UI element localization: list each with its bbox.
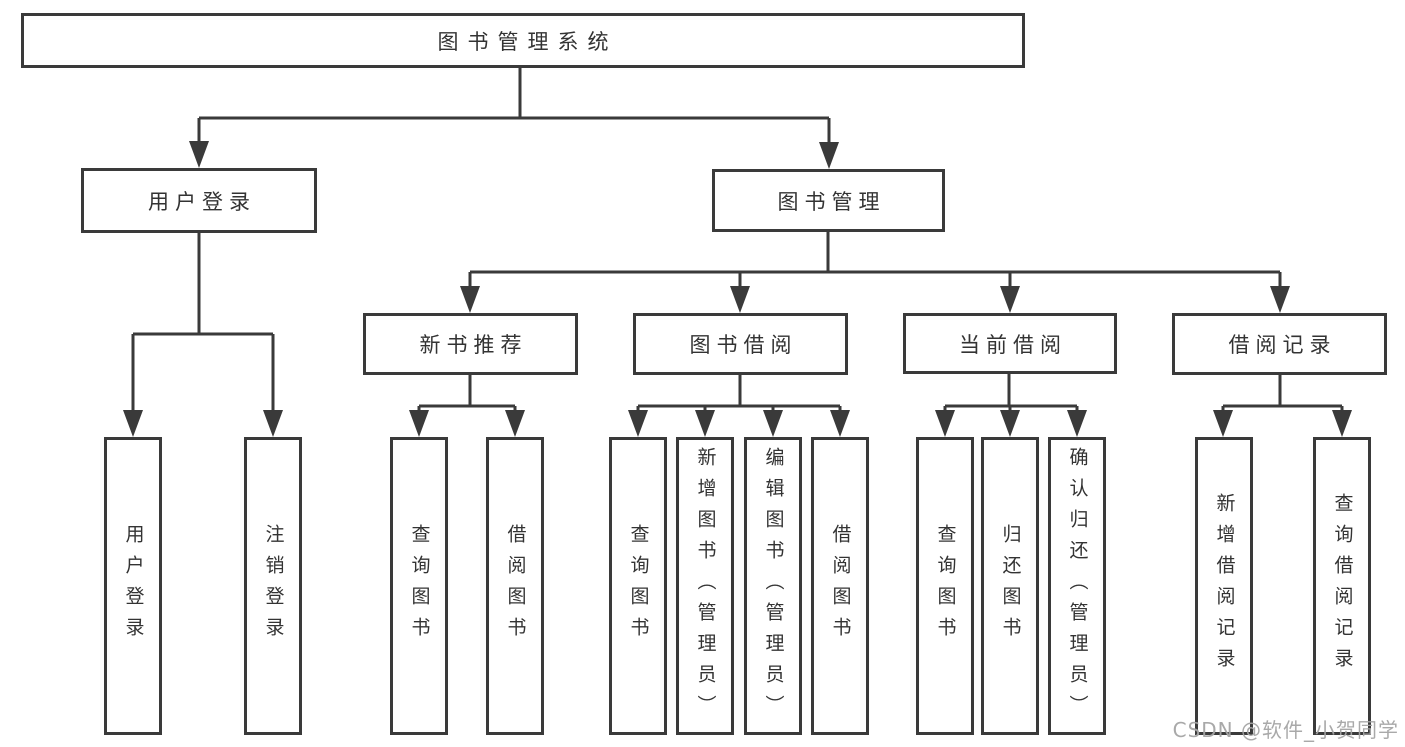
- node-book-management: 图书管理: [712, 169, 945, 232]
- node-library-management-system: 图书管理系统: [21, 13, 1025, 68]
- leaf-borrow-books: 借阅图书: [811, 437, 869, 735]
- leaf-logout: 注销登录: [244, 437, 302, 735]
- branch-root: [189, 68, 839, 169]
- branch-new-book-recommend: [409, 375, 525, 437]
- leaf-return-books: 归还图书: [981, 437, 1039, 735]
- leaf-query-borrow-record: 查询借阅记录: [1313, 437, 1371, 735]
- node-new-book-recommend: 新书推荐: [363, 313, 578, 375]
- leaf-query-books-recommend: 查询图书: [390, 437, 448, 735]
- branch-book-borrow: [628, 375, 850, 437]
- node-current-borrow: 当前借阅: [903, 313, 1117, 374]
- leaf-query-books-current: 查询图书: [916, 437, 974, 735]
- branch-book-management: [460, 232, 1290, 313]
- node-borrow-record: 借阅记录: [1172, 313, 1387, 375]
- node-book-borrow: 图书借阅: [633, 313, 848, 375]
- branch-user-login: [123, 233, 283, 437]
- node-user-login: 用户登录: [81, 168, 317, 233]
- csdn-watermark: CSDN @软件_小贺同学: [1172, 718, 1399, 742]
- leaf-edit-books-admin: 编辑图书（管理员）: [744, 437, 802, 735]
- leaf-user-login: 用户登录: [104, 437, 162, 735]
- branch-borrow-record: [1213, 374, 1352, 437]
- leaf-confirm-return-admin: 确认归还（管理员）: [1048, 437, 1106, 735]
- leaf-add-borrow-record: 新增借阅记录: [1195, 437, 1253, 735]
- leaf-query-books-borrow: 查询图书: [609, 437, 667, 735]
- leaf-add-books-admin: 新增图书（管理员）: [676, 437, 734, 735]
- leaf-borrow-books-recommend: 借阅图书: [486, 437, 544, 735]
- branch-current-borrow: [935, 374, 1087, 437]
